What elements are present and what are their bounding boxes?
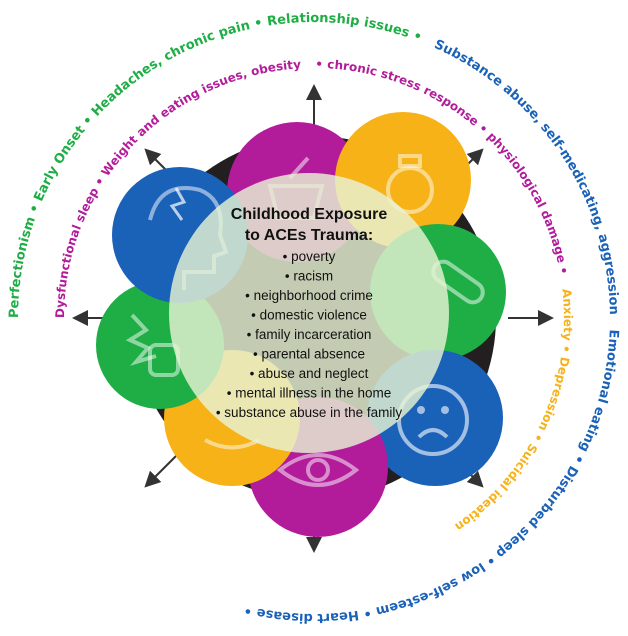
trauma-list-item: • domestic violence: [251, 308, 367, 323]
center-text-block: Childhood Exposure to ACEs Trauma: • pover…: [216, 206, 403, 420]
trauma-list-item: • parental absence: [253, 347, 365, 362]
trauma-list-item: • racism: [285, 269, 333, 284]
trauma-list-item: • substance abuse in the family: [216, 405, 403, 420]
arrow-down-left: [144, 453, 179, 488]
trauma-list-item: • abuse and neglect: [250, 366, 369, 381]
center-title-line: to ACEs Trauma:: [245, 227, 373, 244]
center-circle: [169, 173, 449, 453]
center-title-line: Childhood Exposure: [231, 206, 388, 223]
trauma-list-item: • family incarceration: [247, 327, 372, 342]
trauma-list-item: • mental illness in the home: [227, 386, 392, 401]
trauma-list-item: • poverty: [283, 249, 336, 264]
trauma-list-item: • neighborhood crime: [245, 288, 373, 303]
